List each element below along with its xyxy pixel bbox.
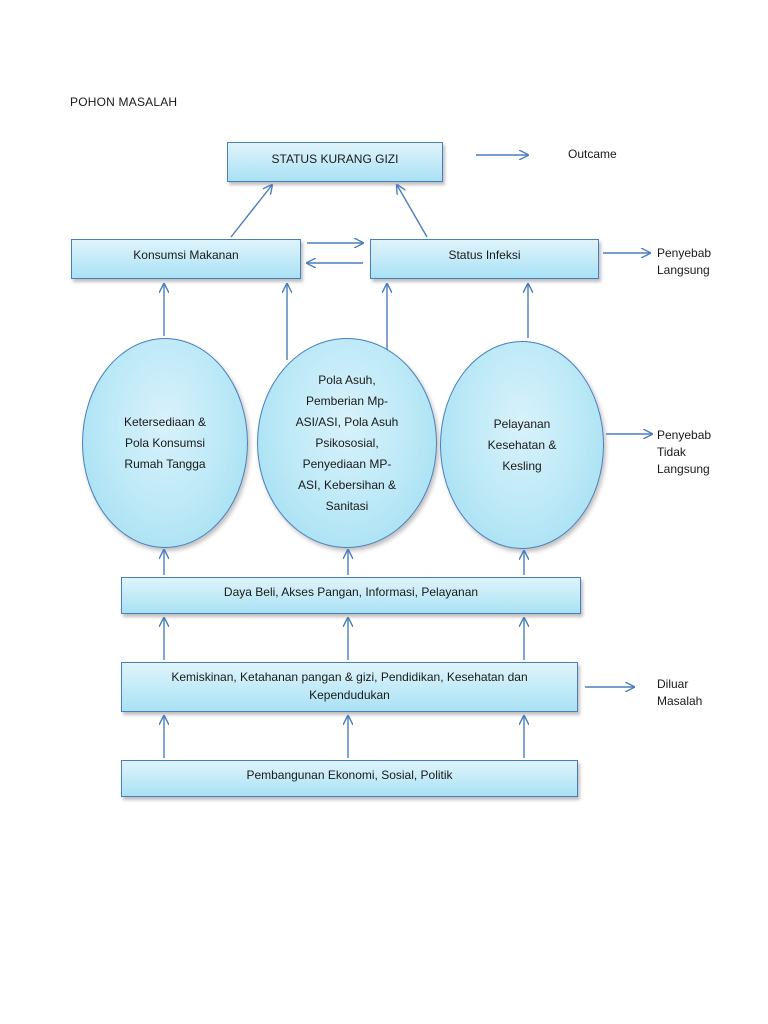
pola-asuh-line-6: ASI, Kebersihan &	[297, 477, 397, 492]
penyebab-tidak-langsung-line-3: Langsung	[657, 462, 710, 476]
penyebab-tidak-langsung-line-1: Penyebab	[657, 428, 712, 442]
kemiskinan-line-2: Kependudukan	[309, 688, 390, 702]
pola-asuh-line-1: Pola Asuh,	[318, 372, 376, 387]
pola-asuh-line-5: Penyediaan MP-	[302, 456, 392, 471]
ketersediaan-line-3: Rumah Tangga	[124, 456, 206, 471]
konsumsi-makanan-box: Konsumsi Makanan	[71, 239, 301, 279]
daya-beli-label: Daya Beli, Akses Pangan, Informasi, Pela…	[223, 585, 479, 599]
diluar-masalah-line-1: Diluar	[657, 677, 689, 691]
daya-beli-box: Daya Beli, Akses Pangan, Informasi, Pela…	[121, 577, 581, 614]
diluar-masalah-line-2: Masalah	[657, 694, 703, 708]
page-title: POHON MASALAH	[70, 95, 178, 109]
pelayanan-ellipse: Pelayanan Kesehatan & Kesling	[440, 341, 604, 549]
status-infeksi-label: Status Infeksi	[448, 248, 521, 262]
penyebab-langsung-line-1: Penyebab	[657, 246, 712, 260]
arrow-infeksi-to-gizi	[397, 185, 428, 238]
ketersediaan-line-1: Ketersediaan &	[123, 414, 207, 429]
konsumsi-makanan-label: Konsumsi Makanan	[133, 248, 239, 262]
penyebab-tidak-langsung-label: Penyebab Tidak Langsung	[657, 427, 711, 478]
ketersediaan-ellipse: Ketersediaan & Pola Konsumsi Rumah Tangg…	[82, 338, 248, 548]
outcome-label: Outcame	[568, 147, 617, 161]
penyebab-langsung-label: Penyebab Langsung	[657, 245, 711, 279]
status-infeksi-box: Status Infeksi	[370, 239, 599, 279]
penyebab-langsung-line-2: Langsung	[657, 263, 710, 277]
pola-asuh-line-2: Pemberian Mp-	[305, 393, 388, 408]
pembangunan-box: Pembangunan Ekonomi, Sosial, Politik	[121, 760, 578, 797]
pelayanan-line-3: Kesling	[502, 458, 542, 473]
status-kurang-gizi-box: STATUS KURANG GIZI	[227, 142, 443, 182]
pelayanan-line-1: Pelayanan	[493, 416, 551, 431]
diluar-masalah-label: Diluar Masalah	[657, 676, 702, 710]
pembangunan-label: Pembangunan Ekonomi, Sosial, Politik	[246, 768, 453, 782]
arrow-konsumsi-to-gizi	[230, 185, 272, 238]
pelayanan-line-2: Kesehatan &	[487, 437, 557, 452]
ketersediaan-line-2: Pola Konsumsi	[124, 435, 206, 450]
status-kurang-gizi-label: STATUS KURANG GIZI	[271, 152, 399, 166]
penyebab-tidak-langsung-line-2: Tidak	[657, 445, 686, 459]
pola-asuh-line-7: Sanitasi	[325, 498, 369, 513]
pola-asuh-ellipse: Pola Asuh, Pemberian Mp- ASI/ASI, Pola A…	[257, 338, 437, 548]
pola-asuh-line-4: Psikososial,	[315, 435, 379, 450]
kemiskinan-box: Kemiskinan, Ketahanan pangan & gizi, Pen…	[121, 662, 578, 712]
kemiskinan-line-1: Kemiskinan, Ketahanan pangan & gizi, Pen…	[171, 670, 528, 684]
pola-asuh-line-3: ASI/ASI, Pola Asuh	[295, 414, 399, 429]
